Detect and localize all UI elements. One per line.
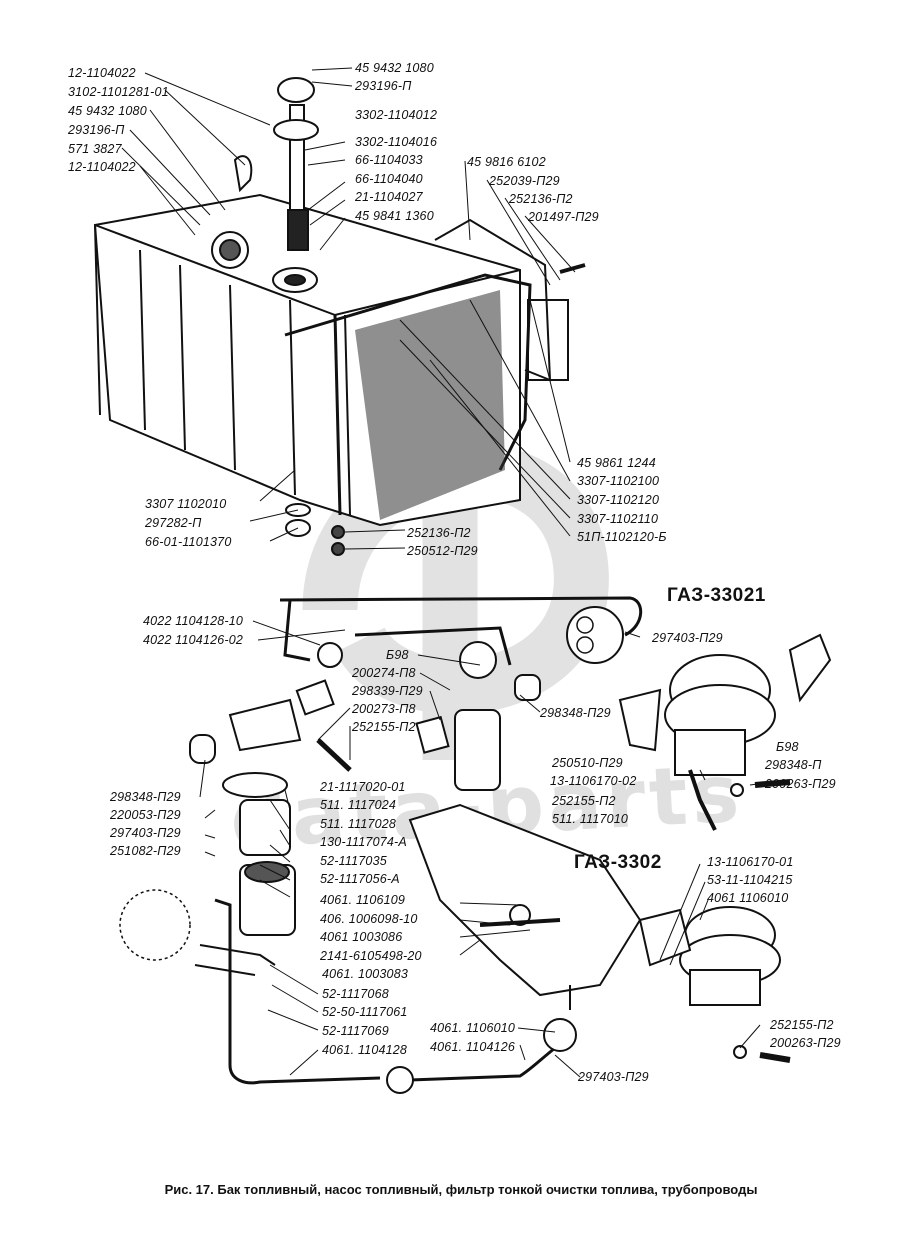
model-title-gaz-3302: ГАЗ-3302	[574, 852, 662, 873]
part-label: 293196-П	[355, 79, 412, 93]
leader-lines-tank	[121, 67, 576, 550]
part-label: 3302-1104012	[355, 108, 438, 122]
pump-bracket-3302	[408, 803, 642, 997]
part-label: 406. 1006098-10	[320, 912, 418, 926]
part-label: 298348-П29	[110, 790, 181, 804]
part-label: 45 9816 6102	[467, 155, 546, 169]
fuel-pump-33021	[618, 633, 832, 831]
part-label: 252039-П29	[489, 174, 560, 188]
part-label: 130-1117074-А	[320, 835, 407, 849]
part-label: 511. 1117024	[320, 798, 397, 812]
part-label: 252155-П2	[552, 794, 616, 808]
part-label: 21-1117020-01	[320, 780, 406, 794]
part-label: 297403-П29	[652, 631, 723, 645]
part-label: 4061 1106010	[707, 891, 789, 905]
fuel-lines-33021	[279, 596, 643, 668]
part-label: 200263-П29	[770, 1036, 841, 1050]
fuel-tank	[93, 77, 586, 556]
part-label: 52-1117035	[320, 854, 387, 868]
part-label: 4022 1104126-02	[143, 633, 244, 647]
part-label: 3307-1102110	[577, 512, 659, 526]
part-label: 298348-П29	[540, 706, 611, 720]
part-label: 3307-1102100	[577, 474, 660, 488]
part-label: 200274-П8	[352, 666, 416, 680]
part-label: 4061. 1106010	[430, 1021, 516, 1035]
part-label: 45 9861 1244	[577, 456, 656, 470]
part-label: 45 9432 1080	[68, 104, 147, 118]
part-label: 220053-П29	[110, 808, 181, 822]
part-label: 2141-6105498-20	[320, 949, 422, 963]
part-label: 298348-П	[765, 758, 822, 772]
fuel-pump-3302	[638, 906, 791, 1063]
part-label: 297282-П	[145, 516, 202, 530]
part-label: 252155-П2	[352, 720, 416, 734]
part-label: 200273-П8	[352, 702, 416, 716]
part-label: 52-1117056-А	[320, 872, 400, 886]
part-label: 571 3827	[68, 142, 122, 156]
model-title-gaz-33021: ГАЗ-33021	[667, 585, 766, 606]
part-label: 66-1104040	[355, 172, 423, 186]
part-label: Б98	[776, 740, 799, 754]
part-label: 3102-1101281-01	[68, 85, 169, 99]
part-label: 66-01-1101370	[145, 535, 232, 549]
part-label: 21-1104027	[355, 190, 423, 204]
part-label: 250512-П29	[407, 544, 478, 558]
part-label: 45 9841 1360	[355, 209, 434, 223]
part-label: 53-11-1104215	[707, 873, 793, 887]
part-label: 297403-П29	[578, 1070, 649, 1084]
fuel-lines-3302	[119, 889, 577, 1094]
part-label: 45 9432 1080	[355, 61, 434, 75]
part-label: 12-1104022	[68, 66, 136, 80]
part-label: 66-1104033	[355, 153, 423, 167]
fuel-filter	[189, 641, 541, 936]
part-label: 4061. 1003083	[322, 967, 409, 981]
part-label: 252155-П2	[770, 1018, 834, 1032]
figure-caption: Рис. 17. Бак топливный, насос топливный,…	[164, 1182, 758, 1197]
part-label: 293196-П	[68, 123, 125, 137]
part-label: 511. 1117010	[552, 812, 629, 826]
part-label: 298339-П29	[352, 684, 423, 698]
part-label: 511. 1117028	[320, 817, 397, 831]
part-label: 4061. 1104128	[322, 1043, 408, 1057]
part-label: 4061 1003086	[320, 930, 403, 944]
part-label: Б98	[386, 648, 409, 662]
part-label: 4022 1104128-10	[143, 614, 244, 628]
part-label: 252136-П2	[407, 526, 471, 540]
part-label: 297403-П29	[110, 826, 181, 840]
part-label: 12-1104022	[68, 160, 136, 174]
part-label: 52-50-1117061	[322, 1005, 408, 1019]
part-label: 52-1117069	[322, 1024, 389, 1038]
part-label: 200263-П29	[765, 777, 836, 791]
part-label: 13-1106170-01	[707, 855, 794, 869]
part-label: 251082-П29	[110, 844, 181, 858]
part-label: 3307 1102010	[145, 497, 227, 511]
part-label: 3302-1104016	[355, 135, 438, 149]
part-label: 252136-П2	[509, 192, 573, 206]
part-label: 51П-1102120-Б	[577, 530, 667, 544]
part-label: 3307-1102120	[577, 493, 660, 507]
part-label: 52-1117068	[322, 987, 389, 1001]
part-label: 250510-П29	[552, 756, 623, 770]
leader-lines-lower	[199, 620, 773, 1078]
part-label: 13-1106170-02	[550, 774, 637, 788]
part-label: 4061. 1106109	[320, 893, 406, 907]
part-label: 201497-П29	[528, 210, 599, 224]
part-label: 4061. 1104126	[430, 1040, 516, 1054]
